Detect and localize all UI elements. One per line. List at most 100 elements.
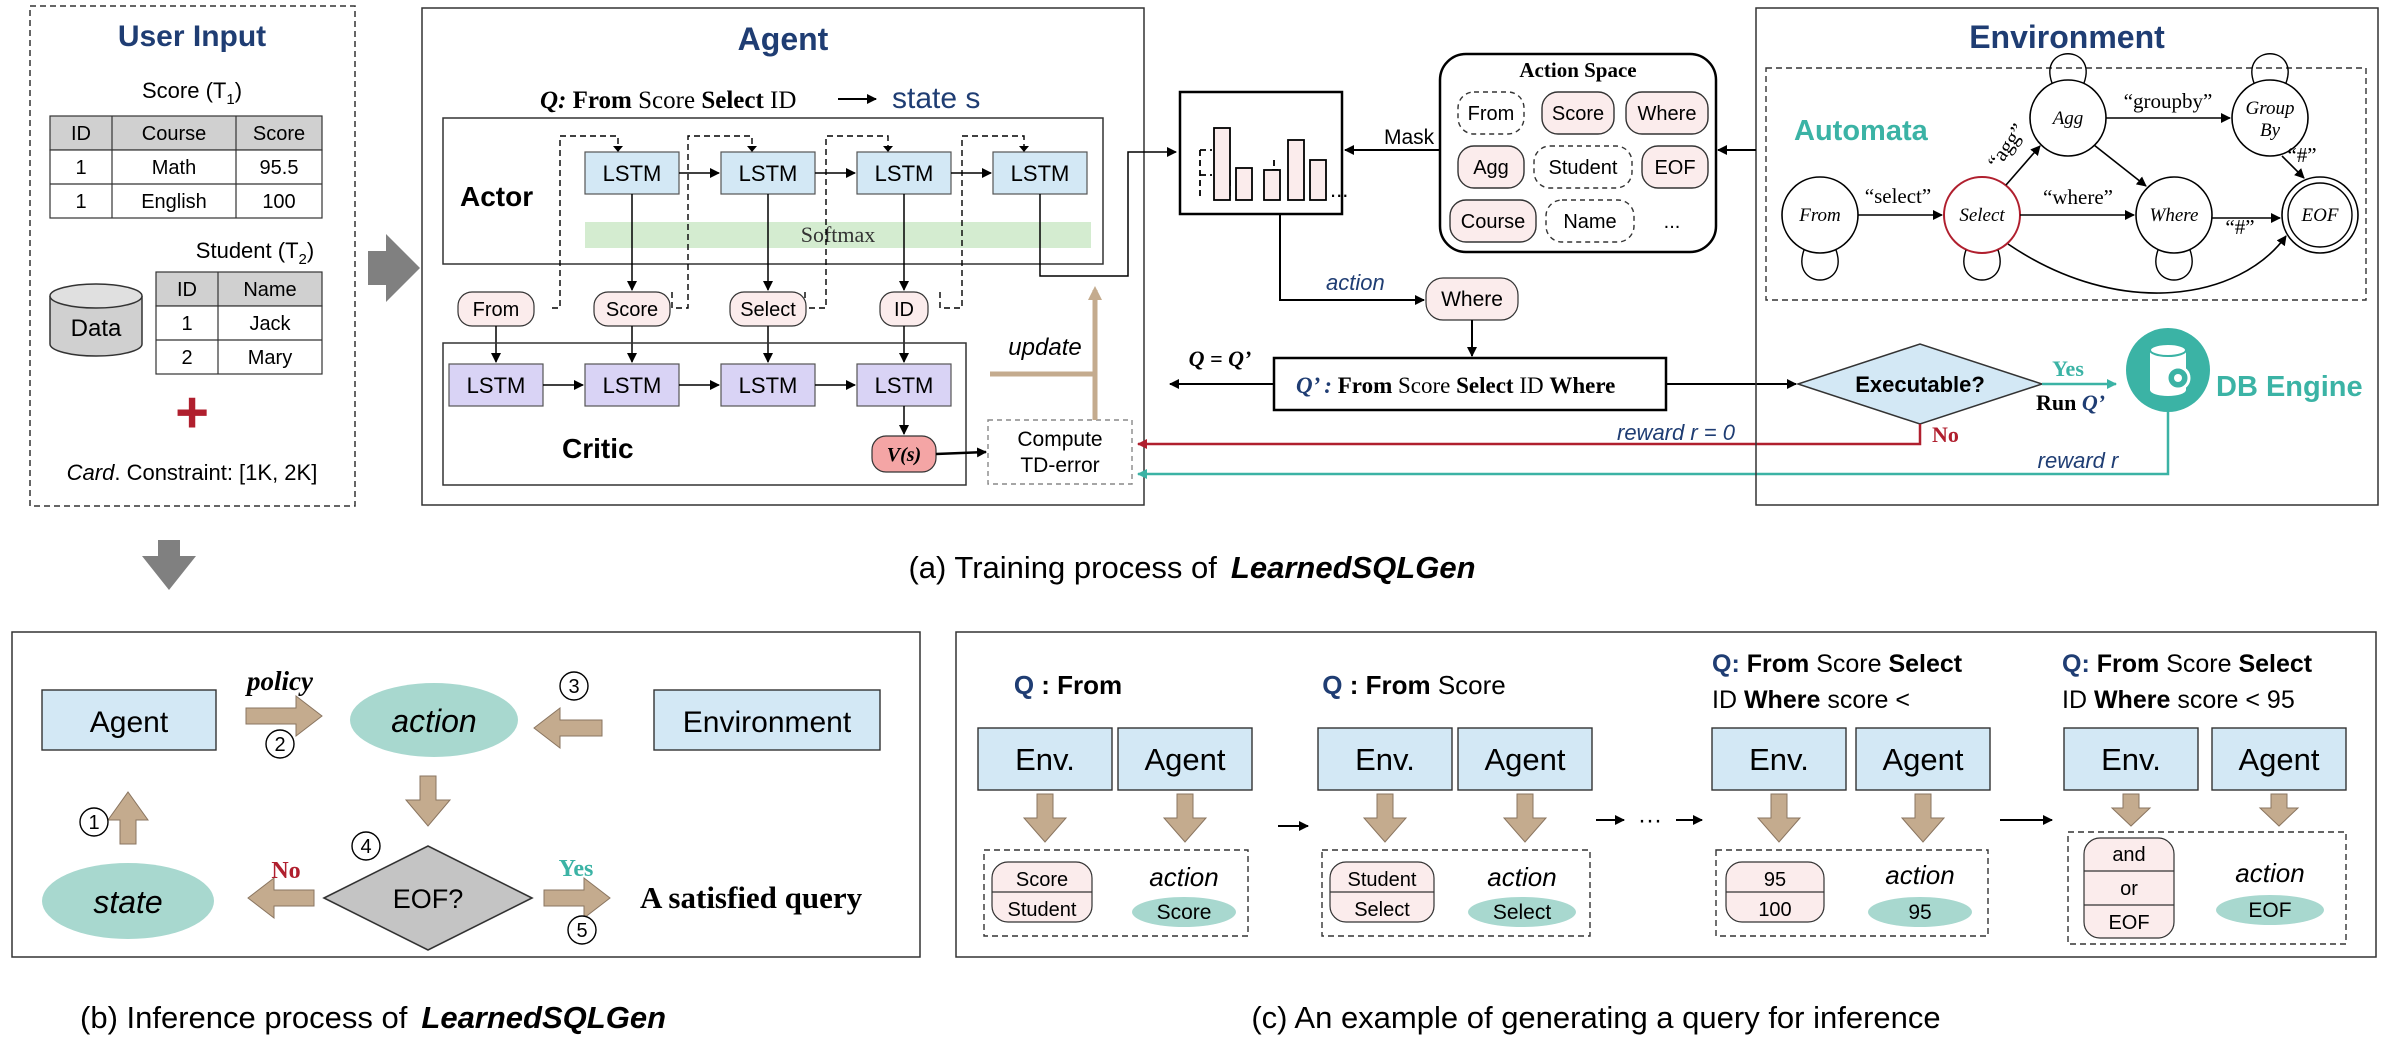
data-label: Data: [71, 315, 122, 342]
agent-box: [1457, 727, 1593, 791]
svg-text:By: By: [2260, 120, 2281, 141]
svg-text:action: action: [1885, 860, 1954, 890]
svg-text:Student: Student: [1549, 157, 1618, 179]
q-prime-box: [1272, 356, 1668, 412]
svg-text:5: 5: [576, 920, 587, 942]
user-input-panel: User Input Score (T1) ID Course Score 1 …: [29, 5, 356, 507]
svg-text:action: action: [1149, 862, 1218, 892]
yes-label: Yes: [2052, 356, 2084, 381]
db-engine-icon: [2126, 328, 2210, 412]
svg-text:EOF: EOF: [2108, 912, 2149, 934]
svg-text:4: 4: [360, 836, 371, 858]
edge-label-where: “where”: [2043, 185, 2113, 209]
state-to-agent-arrow-icon: [107, 791, 149, 845]
action-item-where: [1625, 91, 1709, 135]
svg-text:LSTM: LSTM: [603, 161, 662, 186]
score-cell: 100: [262, 191, 295, 213]
student-cell: Jack: [249, 313, 291, 335]
action-item-course: [1449, 199, 1537, 243]
svg-text:Score: Score: [1016, 869, 1068, 891]
critic-lstm-4: [856, 363, 952, 407]
inference-agent-label: Agent: [90, 706, 169, 739]
yes-arrow-icon: [543, 876, 611, 920]
score-cell: 1: [75, 157, 86, 179]
automata-label: Automata: [1794, 115, 1929, 147]
down-arrow-icon: [1162, 793, 1208, 843]
svg-text:Group: Group: [2246, 98, 2295, 119]
svg-text:Env.: Env.: [1015, 742, 1075, 777]
svg-text:or: or: [2120, 878, 2138, 900]
svg-text:ID Where score < 95: ID Where score < 95: [2062, 686, 2295, 714]
svg-text:1: 1: [88, 812, 99, 834]
no-label: No: [1932, 422, 1959, 447]
svg-text:action: action: [2235, 858, 2304, 888]
step-5-marker: [567, 915, 597, 945]
example-panel: Q : From Env. Agent Score Student action…: [955, 631, 2377, 958]
database-cylinder-icon: Data: [49, 283, 143, 357]
example-step-2: Q : From Score Env. Agent Student Select…: [1317, 670, 1593, 937]
agent-box: [1855, 727, 1991, 791]
svg-text:Env.: Env.: [1355, 742, 1415, 777]
svg-text:100: 100: [1758, 899, 1791, 921]
action-pill: [1868, 897, 1972, 927]
svg-text:3: 3: [568, 676, 579, 698]
svg-text:Score: Score: [1552, 103, 1604, 125]
svg-text:LSTM: LSTM: [739, 161, 798, 186]
db-engine-label: DB Engine: [2216, 371, 2363, 403]
score-cell: 95.5: [260, 157, 299, 179]
inference-state-label: state: [93, 884, 162, 920]
user-input-title: User Input: [118, 20, 266, 53]
down-arrow-icon: [2258, 793, 2300, 827]
action-distribution-panel: ... Mask action Where Q’ : From Score Se…: [1137, 90, 2170, 479]
svg-text:Agg: Agg: [2051, 108, 2084, 129]
svg-text:Score: Score: [606, 299, 658, 321]
student-cell: 2: [181, 347, 192, 369]
svg-text:Q : From: Q : From: [1014, 670, 1122, 700]
score-table-caption: Score (T1): [142, 78, 242, 108]
mask-label: Mask: [1384, 126, 1435, 149]
agent-panel: Agent Q: From Score Select ID state s Ac…: [421, 7, 1177, 506]
actor-label: Actor: [460, 181, 533, 212]
agent-box: [2211, 727, 2347, 791]
svg-text:Name: Name: [1563, 211, 1616, 233]
score-header-id: ID: [71, 123, 91, 145]
critic-label: Critic: [562, 433, 634, 464]
critic-lstm-1: [448, 363, 544, 407]
agent-box: [1117, 727, 1253, 791]
action-space-title: Action Space: [1519, 58, 1636, 82]
example-step-3: Q: From Score Select ID Where score < En…: [1711, 650, 1991, 937]
action-item-name: [1545, 199, 1635, 243]
action-pill: [1132, 897, 1236, 927]
svg-text:EOF: EOF: [2301, 205, 2339, 226]
svg-text:Agent: Agent: [1882, 742, 1963, 777]
svg-text:Q : From Score: Q : From Score: [1322, 670, 1506, 700]
value-function-label: V(s): [887, 444, 921, 466]
student-cell: 1: [181, 313, 192, 335]
score-header-course: Course: [142, 123, 206, 145]
env-to-action-arrow-icon: [533, 706, 603, 750]
histogram-bar: [1287, 139, 1305, 201]
plus-sign: +: [175, 380, 209, 445]
step-2-marker: [265, 729, 295, 759]
state-group-by: [2231, 79, 2309, 157]
action-item-ellipsis: ...: [1664, 211, 1681, 233]
action-item-score: [1541, 91, 1615, 135]
environment-title: Environment: [1969, 19, 2165, 55]
action-item-from: [1457, 91, 1525, 135]
inference-no-label: No: [271, 858, 300, 884]
down-arrow-icon: [1022, 793, 1068, 843]
big-down-arrow-icon: [142, 540, 196, 590]
actor-lstm-3: [856, 151, 952, 195]
env-box: [977, 727, 1113, 791]
svg-text:Select: Select: [1959, 205, 2005, 226]
compute-td-error-box: [987, 419, 1133, 485]
svg-text:Env.: Env.: [1749, 742, 1809, 777]
card-constraint: Card. Constraint: [1K, 2K]: [67, 460, 318, 485]
svg-text:Select: Select: [1493, 901, 1552, 924]
svg-text:2: 2: [274, 734, 285, 756]
action-item-agg: [1457, 145, 1525, 189]
svg-text:action: action: [1487, 862, 1556, 892]
svg-text:Where: Where: [1638, 103, 1697, 125]
score-cell: Math: [152, 157, 196, 179]
